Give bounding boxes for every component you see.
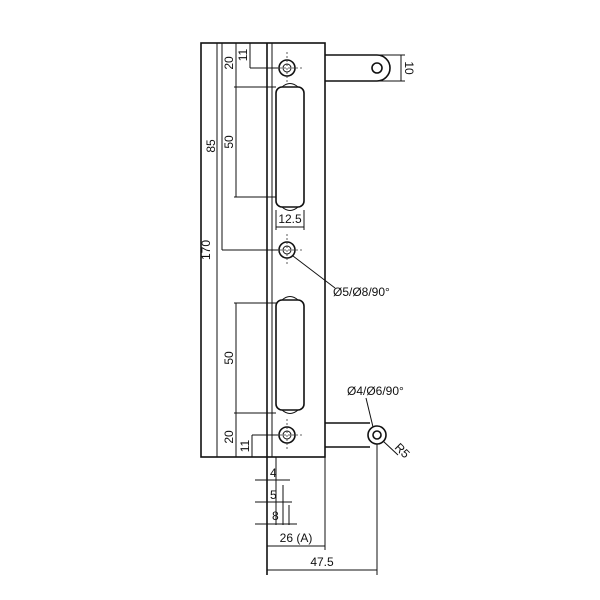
dim-bottom-slot-offset: 20: [222, 430, 236, 444]
bottom-slot: [275, 299, 305, 411]
bottom-arm: [325, 422, 370, 448]
dim-4: 4: [270, 466, 277, 480]
strike-plate-outline: [200, 42, 326, 458]
dim-bottom-slot-length: 50: [222, 351, 236, 365]
top-slot: [275, 86, 305, 208]
dim-slot-width: 12.5: [278, 212, 302, 226]
arm-radius: R5: [392, 440, 413, 461]
dim-arm-width: 10: [402, 61, 416, 75]
dim-plate-width: 26 (A): [280, 531, 313, 545]
dim-total-height: 170: [199, 240, 213, 260]
arm-hole-spec: Ø4/Ø6/90°: [347, 384, 404, 398]
center-hole-spec: Ø5/Ø8/90°: [333, 285, 390, 299]
dim-5: 5: [270, 488, 277, 502]
dim-center-hole: 85: [204, 139, 218, 153]
top-arm-hole: [371, 62, 383, 74]
dim-8: 8: [272, 509, 279, 523]
dim-bottom-hole-edge: 11: [238, 439, 252, 452]
dim-top-slot-length: 50: [222, 135, 236, 149]
center-hole: [272, 234, 302, 266]
bottom-arm-hole: [372, 430, 382, 440]
dim-top-slot-offset: 20: [222, 56, 236, 70]
top-arm: [325, 54, 391, 82]
dim-overall-width: 47.5: [310, 555, 334, 569]
dim-top-hole-edge: 11: [236, 48, 250, 61]
